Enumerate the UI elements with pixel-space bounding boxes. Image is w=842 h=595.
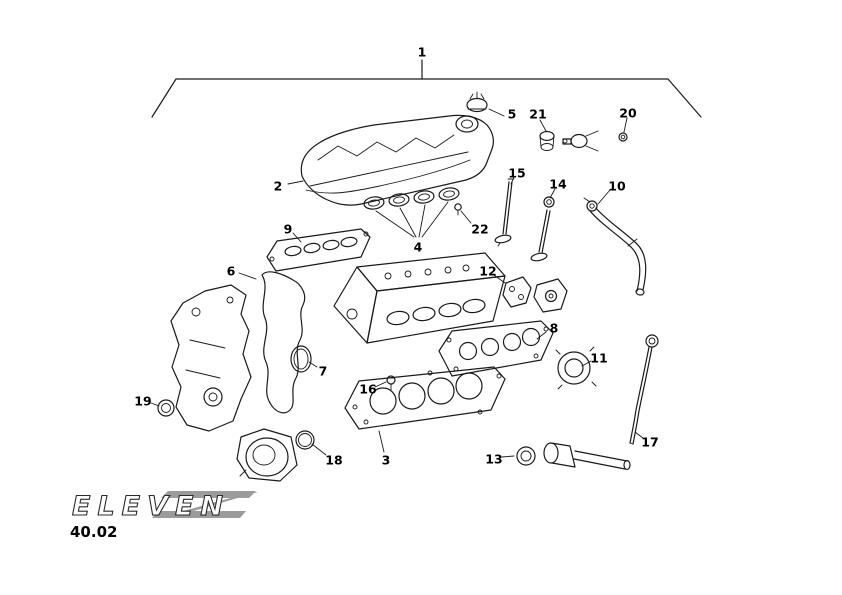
part-label-6: 6 [227, 264, 236, 279]
top-bracket [151, 59, 702, 118]
part-label-17: 17 [641, 435, 658, 450]
o-ring-drawing-7 [290, 345, 312, 373]
part-label-9: 9 [284, 222, 293, 237]
part-label-1: 1 [418, 45, 427, 60]
part-label-19: 19 [134, 394, 151, 409]
part-label-16: 16 [359, 382, 377, 397]
part-label-22: 22 [471, 222, 488, 237]
dipstick-drawing-17 [629, 334, 659, 445]
logo-wordmark: ELEVEN [72, 491, 230, 522]
oil-filler-cap-drawing [466, 91, 488, 113]
leader-lines [150, 108, 644, 458]
seal-housing-drawing-11 [555, 346, 597, 390]
part-label-12: 12 [479, 264, 496, 279]
logo-emblem-bottom-bar [152, 511, 246, 518]
part-label-3: 3 [382, 453, 391, 468]
manifold-gasket-drawing-9 [266, 228, 371, 272]
cylinder-head-drawing [333, 252, 506, 344]
valve-drawing-upper-15 [494, 178, 515, 247]
timing-cover-drawing [170, 284, 252, 432]
injector-drawing [562, 130, 599, 152]
part-label-7: 7 [319, 364, 328, 379]
front-housing-drawing [236, 428, 298, 482]
part-label-5: 5 [508, 107, 517, 122]
part-label-11: 11 [590, 351, 607, 366]
part-label-18: 18 [325, 453, 342, 468]
head-gasket-drawing-3 [344, 366, 506, 430]
intake-gasket-drawing-8 [438, 320, 554, 377]
part-label-4: 4 [414, 240, 423, 255]
breather-pipe-drawing-10 [583, 197, 647, 296]
grommet-drawing-22 [454, 203, 462, 216]
valve-cover-drawing [300, 114, 494, 206]
water-outlet-drawing-13 [516, 442, 631, 471]
part-label-21: 21 [529, 107, 546, 122]
cap-drawing-21 [539, 130, 555, 151]
valve-stem-seal-drawing-14 [543, 196, 555, 208]
bracket-gasket-drawing-12 [502, 276, 568, 313]
part-label-8: 8 [550, 321, 559, 336]
o-ring-small-drawing-20 [618, 132, 628, 142]
part-label-20: 20 [619, 106, 637, 121]
o-ring-drawing-18 [295, 430, 315, 450]
seal-ring-drawing-19 [157, 399, 175, 417]
part-labels: 1 2 3 4 5 6 7 8 9 10 11 12 13 14 15 16 1… [134, 45, 658, 468]
page-code: 40.02 [70, 523, 117, 541]
valve-drawing-lower [530, 209, 551, 262]
timing-cover-gasket-drawing-6 [261, 271, 306, 414]
logo-emblem-top-bar [161, 491, 256, 498]
spark-tube-seals-drawing [363, 187, 460, 210]
part-label-2: 2 [274, 179, 283, 194]
part-label-10: 10 [608, 179, 626, 194]
part-label-14: 14 [549, 177, 567, 192]
brand-logo: ELEVEN [71, 490, 258, 523]
part-label-13: 13 [485, 452, 502, 467]
part-label-15: 15 [508, 166, 525, 181]
